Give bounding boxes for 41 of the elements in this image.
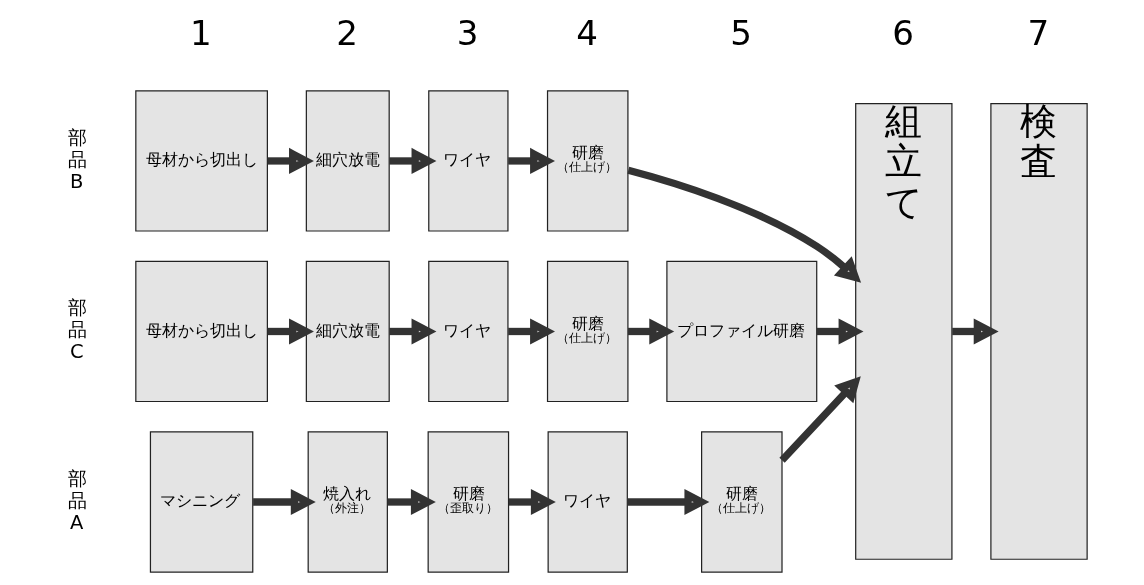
node-box: プロファイル研磨 (665, 260, 817, 403)
node-box: 母材から切出し (134, 90, 268, 232)
node-box: 研磨 （仕上げ） (546, 260, 629, 403)
arrow (388, 147, 436, 175)
label: 4 (575, 13, 598, 54)
label: 5 (729, 13, 752, 54)
node-box: 研磨 （仕上げ） (546, 90, 629, 232)
label: 7 (1026, 13, 1049, 54)
arrow (778, 376, 861, 463)
label: 部品C (67, 296, 87, 364)
arrow (252, 488, 316, 516)
arrow (267, 147, 314, 175)
arrow (816, 318, 863, 345)
label: 1 (189, 13, 212, 54)
node-box: マシニング (149, 431, 253, 573)
node-box: 研磨 （歪取り） (427, 431, 509, 573)
arrow (508, 488, 556, 516)
node-box: 細穴放電 (305, 90, 390, 232)
node-box: ワイヤ (547, 431, 628, 573)
arrow (627, 488, 709, 516)
node-box: 組立て (854, 103, 953, 560)
arrow (951, 318, 999, 345)
label: 3 (456, 13, 478, 54)
node-box: 研磨 （仕上げ） (700, 431, 783, 573)
label: 6 (891, 13, 914, 54)
arrow (267, 318, 314, 345)
node-box: ワイヤ (427, 90, 509, 232)
label: 部品A (67, 466, 87, 534)
node-box: 検査 (989, 103, 1088, 560)
arrow (627, 318, 674, 345)
arrow (507, 147, 555, 175)
node-box: 母材から切出し (134, 260, 268, 403)
node-box: ワイヤ (427, 260, 509, 403)
node-box: 焼入れ （外注） (307, 431, 388, 573)
arrow (626, 166, 861, 283)
arrow (507, 318, 555, 345)
arrow (388, 318, 436, 345)
node-box: 細穴放電 (305, 260, 390, 403)
label: 2 (335, 13, 358, 54)
arrow (387, 488, 436, 516)
label: 部品B (67, 125, 87, 193)
